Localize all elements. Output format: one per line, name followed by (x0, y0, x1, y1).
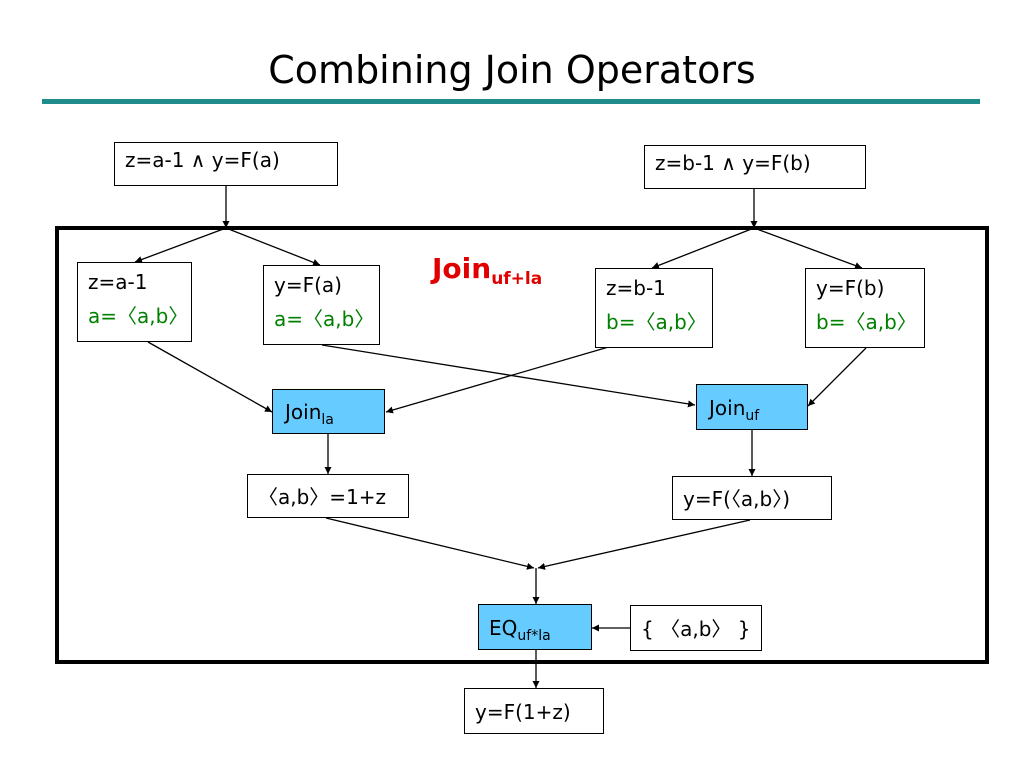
join-la-sub: la (321, 412, 334, 428)
result-la-box: 〈a,b〉=1+z (247, 474, 409, 518)
result-la-text: 〈a,b〉=1+z (258, 485, 387, 509)
edge-split-a-za (134, 227, 227, 263)
node-ya-line1: y=F(a) (274, 273, 342, 297)
edge-split-b-zb (651, 227, 755, 269)
join-la-box: Joinla (272, 389, 385, 434)
slide-title: Combining Join Operators (268, 48, 756, 92)
join-group-frame (55, 226, 989, 664)
join-group-label-main: Join (432, 252, 492, 285)
input-a-text: z=a-1 ∧ y=F(a) (125, 148, 280, 172)
result-uf-text: y=F(〈a,b〉) (683, 487, 791, 511)
edge-split-b-yb (753, 227, 863, 269)
node-zb-line1: z=b-1 (606, 276, 666, 300)
node-ya: y=F(a) a=〈a,b〉 (263, 265, 380, 345)
input-b-box: z=b-1 ∧ y=F(b) (644, 145, 866, 189)
edge-za-joinla (147, 341, 273, 413)
edge-resuf-merge (537, 519, 751, 570)
node-yb-line1: y=F(b) (816, 276, 885, 300)
node-zb: z=b-1 b=〈a,b〉 (595, 268, 713, 348)
title-divider (42, 99, 980, 104)
edge-resla-merge (325, 517, 535, 570)
output-box: y=F(1+z) (464, 688, 604, 734)
edge-yb-joinuf (807, 347, 867, 407)
node-ya-line2: a=〈a,b〉 (274, 307, 375, 331)
output-text: y=F(1+z) (475, 700, 571, 724)
node-za-line2: a=〈a,b〉 (88, 304, 189, 328)
join-group-label: Joinuf+la (432, 252, 542, 289)
eq-main: EQ (489, 616, 518, 640)
node-zb-line2: b=〈a,b〉 (606, 310, 707, 334)
edge-ya-joinuf (321, 344, 696, 408)
join-group-label-sub: uf+la (491, 269, 543, 289)
eq-box: EQuf*la (478, 604, 592, 650)
edge-zb-joinla (385, 345, 613, 414)
edge-split-a-ya (225, 227, 321, 266)
join-uf-sub: uf (745, 408, 760, 424)
node-yb-line2: b=〈a,b〉 (816, 310, 917, 334)
node-za-line1: z=a-1 (88, 270, 148, 294)
set-box: { 〈a,b〉 } (630, 605, 762, 651)
join-uf-main: Join (709, 396, 746, 420)
eq-sub: uf*la (517, 628, 551, 644)
join-la-main: Join (285, 400, 322, 424)
join-uf-box: Joinuf (696, 384, 808, 430)
set-text: { 〈a,b〉 } (641, 617, 751, 641)
result-uf-box: y=F(〈a,b〉) (672, 476, 832, 520)
input-b-text: z=b-1 ∧ y=F(b) (655, 151, 811, 175)
node-yb: y=F(b) b=〈a,b〉 (805, 268, 925, 348)
node-za: z=a-1 a=〈a,b〉 (77, 262, 192, 342)
input-a-box: z=a-1 ∧ y=F(a) (114, 142, 338, 186)
